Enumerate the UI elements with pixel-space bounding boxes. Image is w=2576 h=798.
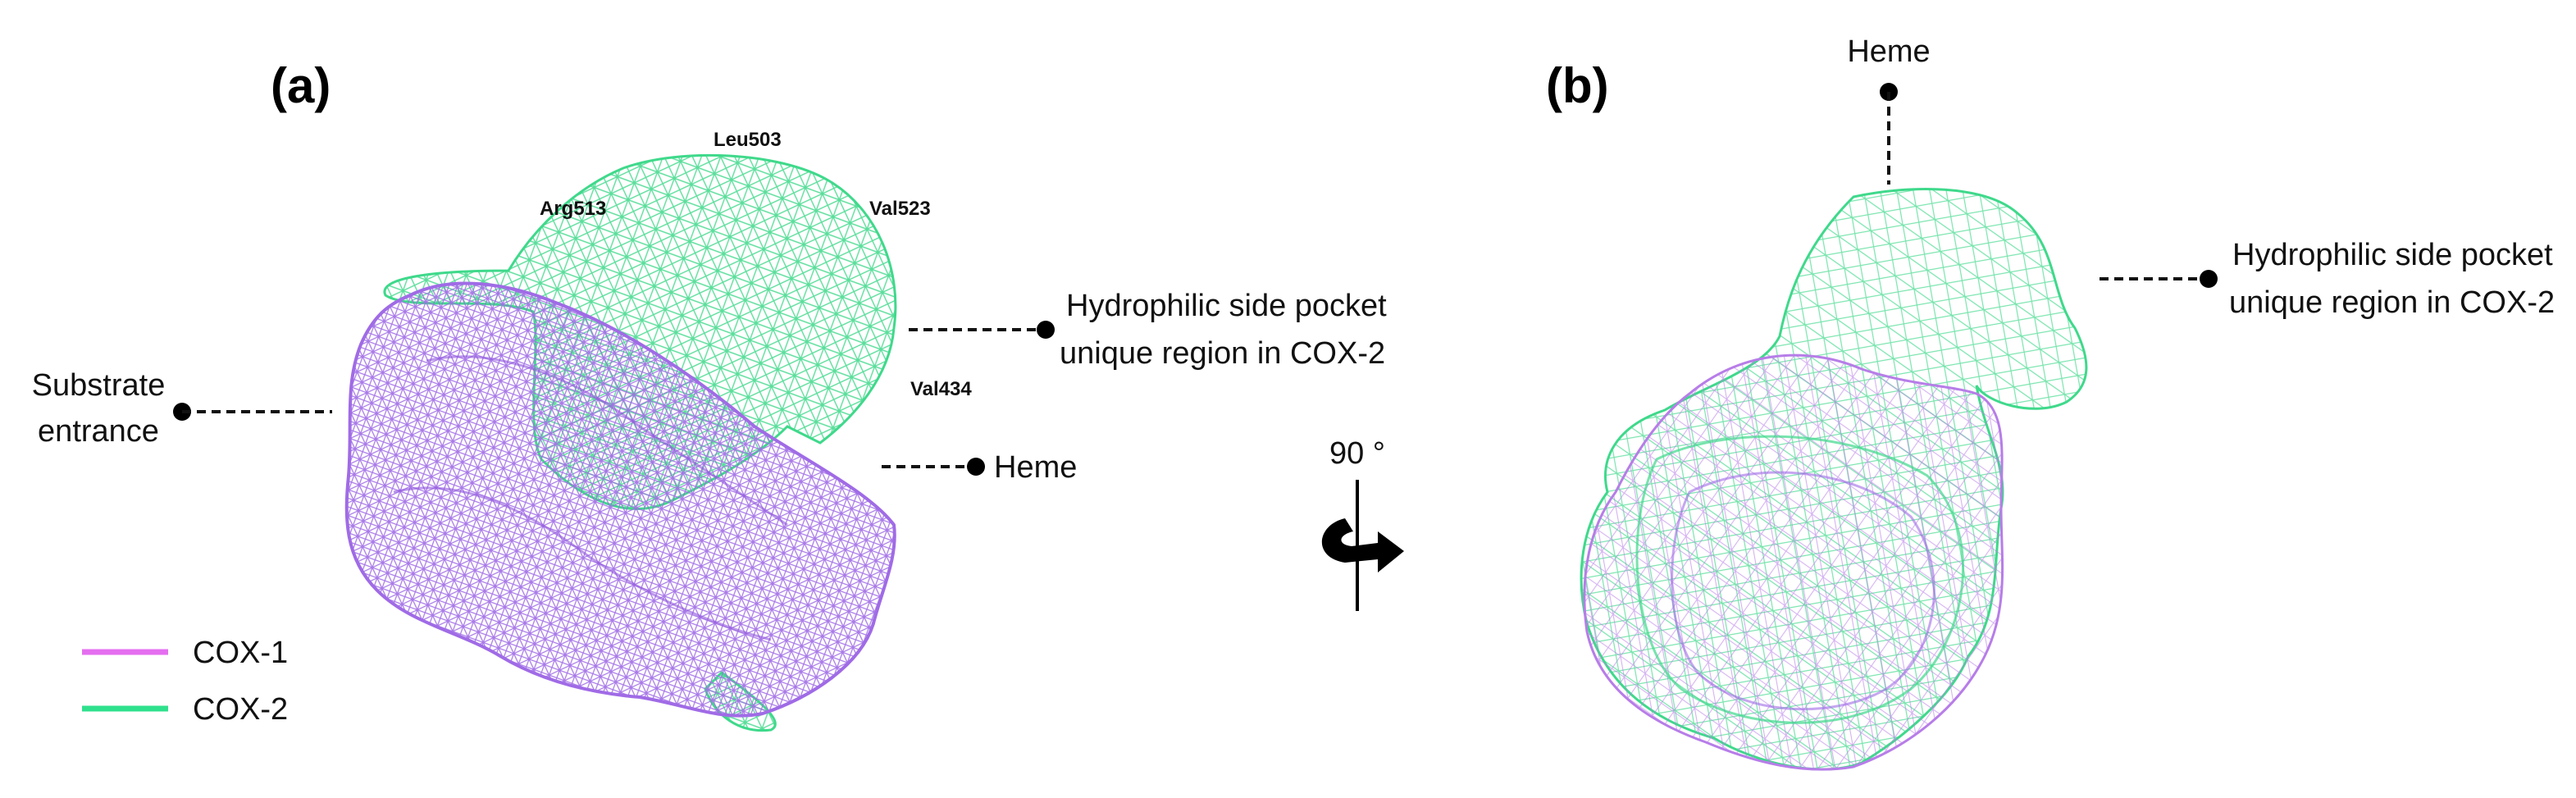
- hydrophilic-pocket-callout-a: Hydrophilic side pocket unique region in…: [909, 289, 1387, 371]
- residue-label: Val434: [910, 378, 972, 400]
- heme-label-b: Heme: [1847, 34, 1930, 69]
- callout-dot: [967, 458, 985, 476]
- residue-label: Leu503: [714, 129, 782, 151]
- residue-label: Arg513: [540, 198, 606, 220]
- overlap-contour-b: [1671, 471, 1935, 711]
- heme-callout-a: Heme: [882, 450, 1077, 485]
- overlap-contour-b: [1635, 435, 1965, 724]
- panel-b: (b) Heme Hydrophilic side pocket unique …: [1546, 34, 2555, 771]
- panel-b-letter: (b): [1546, 58, 1609, 113]
- rotation-arrow-icon: [1321, 518, 1404, 572]
- substrate-entrance-label-line2: entrance: [38, 414, 159, 449]
- panel-a: (a) Leu503 Arg513 Val523 Val434 Substrat…: [32, 58, 1387, 732]
- substrate-entrance-label-line1: Substrate: [32, 368, 166, 403]
- hydrophilic-pocket-label-line1: Hydrophilic side pocket: [1066, 289, 1387, 323]
- cox1-contour-a: [393, 486, 772, 641]
- cox1-surface-a: [344, 281, 896, 718]
- heme-label-a: Heme: [994, 450, 1077, 485]
- rotation-label: 90 °: [1329, 436, 1385, 471]
- callout-dot: [1037, 321, 1055, 339]
- cox1-contour-a: [426, 355, 788, 527]
- hydrophilic-pocket-label-line2: unique region in COX-2: [1060, 336, 1385, 371]
- residue-label: Val523: [869, 198, 931, 220]
- legend-label-cox1: COX-1: [193, 636, 288, 670]
- hydrophilic-pocket-label-b-line2: unique region in COX-2: [2229, 285, 2555, 320]
- rotation-indicator: 90 °: [1321, 436, 1404, 611]
- callout-dot: [2200, 270, 2218, 288]
- hydrophilic-pocket-callout-b: Hydrophilic side pocket unique region in…: [2100, 238, 2555, 320]
- substrate-entrance-callout: Substrate entrance: [32, 368, 332, 449]
- heme-callout-b: Heme: [1847, 34, 1931, 185]
- cox1-surface-b: [1583, 353, 2004, 771]
- legend: COX-1 COX-2: [82, 636, 288, 727]
- legend-label-cox2: COX-2: [193, 692, 288, 727]
- panel-a-letter: (a): [271, 58, 331, 113]
- hydrophilic-pocket-label-b-line1: Hydrophilic side pocket: [2232, 238, 2553, 272]
